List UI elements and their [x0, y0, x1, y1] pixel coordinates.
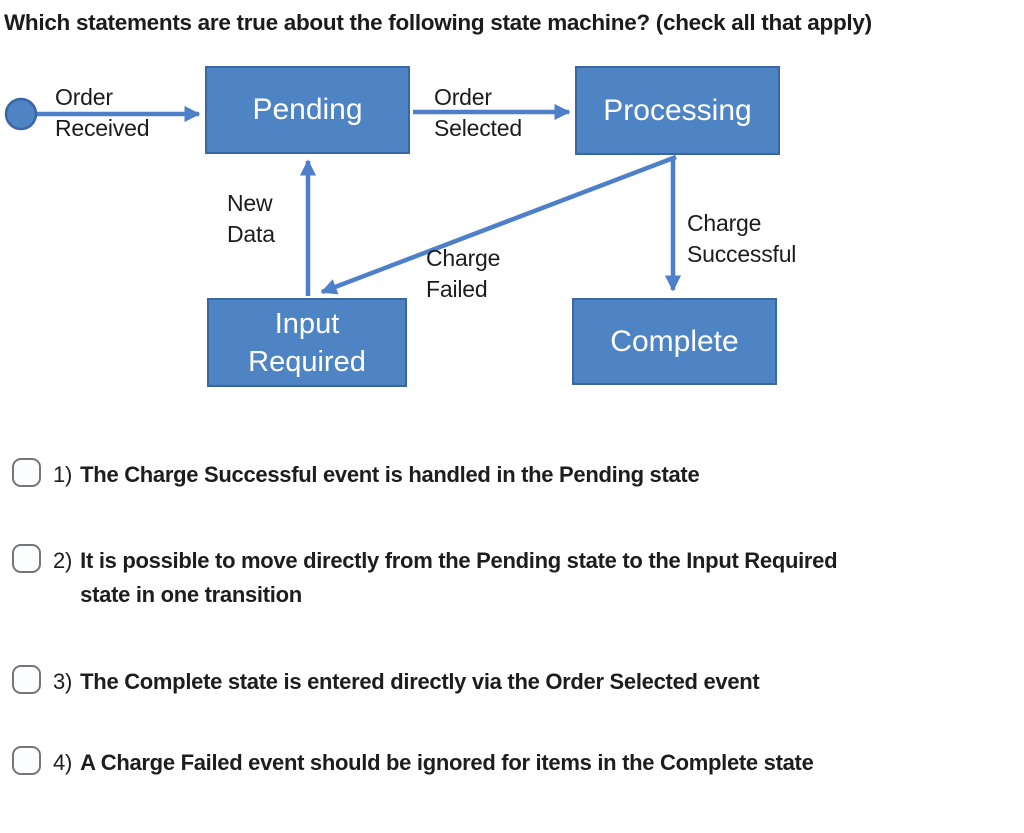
option-row-3: 3) The Complete state is entered directl…: [12, 665, 760, 699]
state-box-processing: Processing: [575, 66, 780, 155]
transition-label-order-received: Order Received: [55, 84, 150, 141]
question-title: Which statements are true about the foll…: [4, 10, 872, 35]
arrow-charge-failed: [320, 154, 677, 295]
state-box-input-required: Input Required: [207, 298, 407, 387]
state-machine-diagram: Pending Processing Input Required Comple…: [4, 66, 797, 387]
option-3-checkbox[interactable]: [12, 665, 41, 694]
initial-state-dot: [4, 97, 38, 131]
option-1-number: 1): [53, 462, 73, 487]
option-1-checkbox[interactable]: [12, 458, 41, 487]
option-4-text: A Charge Failed event should be ignored …: [80, 750, 814, 775]
transition-label-new-data: New Data: [227, 190, 275, 247]
option-2-text: It is possible to move directly from the…: [80, 548, 838, 607]
option-3-number: 3): [53, 669, 73, 694]
transition-label-charge-failed: Charge Failed: [426, 245, 501, 302]
option-2-number: 2): [53, 548, 73, 573]
option-4-number: 4): [53, 750, 73, 775]
state-box-pending: Pending: [205, 66, 410, 154]
transition-label-order-selected: Order Selected: [434, 84, 522, 141]
option-2-checkbox[interactable]: [12, 544, 41, 573]
transition-label-charge-successful: Charge Successful: [687, 210, 797, 267]
option-1-text: The Charge Successful event is handled i…: [80, 462, 700, 487]
option-row-1: 1) The Charge Successful event is handle…: [12, 458, 700, 492]
option-row-4: 4) A Charge Failed event should be ignor…: [12, 746, 814, 780]
option-row-2: 2) It is possible to move directly from …: [12, 544, 838, 612]
option-3-text: The Complete state is entered directly v…: [80, 669, 760, 694]
option-4-checkbox[interactable]: [12, 746, 41, 775]
state-box-complete: Complete: [572, 298, 777, 385]
transition-arrows: [4, 97, 682, 296]
